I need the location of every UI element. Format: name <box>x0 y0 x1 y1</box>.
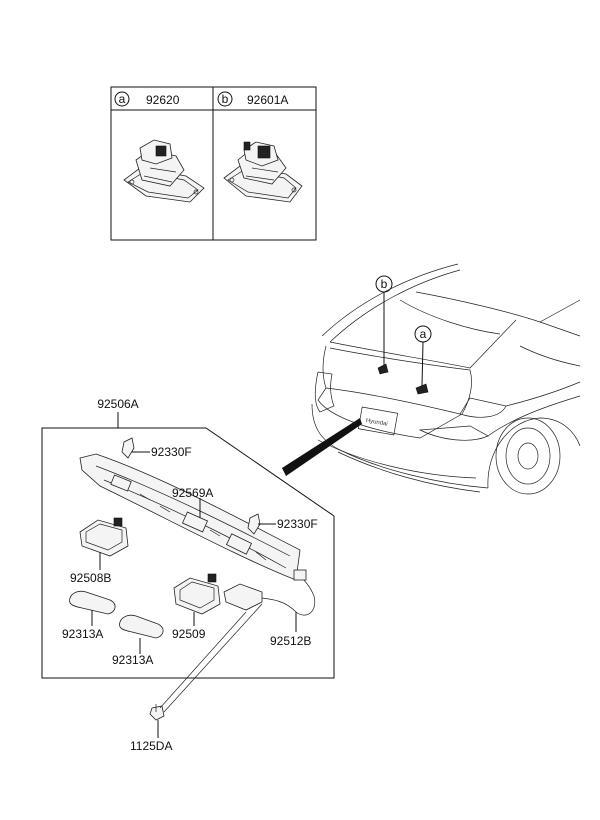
garnish-bar-drawing <box>79 453 301 581</box>
label-92512b: 92512B <box>270 634 311 648</box>
car-rear-view: Hyundai <box>311 263 581 495</box>
lamp-92508b-drawing <box>79 517 129 557</box>
label-92569a: 92569A <box>172 486 213 500</box>
label-1125da: 1125DA <box>130 739 172 753</box>
car-callout-b-letter: b <box>381 277 388 291</box>
assembly-label: 92506A <box>97 397 138 411</box>
clip-top-drawing <box>121 437 135 459</box>
legend-b-part-number: 92601A <box>247 93 288 107</box>
legend-a-part-number: 92620 <box>146 93 180 107</box>
clip-right-drawing <box>247 513 261 535</box>
lens-92313a-bottom-drawing <box>119 614 164 639</box>
legend-b-lamp-drawing <box>223 141 303 203</box>
label-92508b: 92508B <box>70 571 111 585</box>
label-92330f-top: 92330F <box>151 445 192 459</box>
svg-text:Hyundai: Hyundai <box>365 418 388 428</box>
leader-lines <box>91 451 297 738</box>
car-lamp-a-location <box>415 383 429 395</box>
car-callout-a-letter: a <box>420 327 427 341</box>
legend-table: a 92620 b 92601A <box>110 86 317 241</box>
legend-a-letter: a <box>119 92 126 106</box>
lens-92313a-left-drawing <box>69 590 116 615</box>
label-92313a-left: 92313A <box>62 627 103 641</box>
label-92330f-right: 92330F <box>277 517 318 531</box>
assembly-box: 92506A <box>41 397 335 679</box>
legend-a-circle <box>114 91 130 107</box>
legend-b-letter: b <box>222 92 229 106</box>
wiring-92512b-drawing <box>223 569 316 616</box>
label-92509: 92509 <box>172 627 206 641</box>
car-lamp-b-location <box>377 363 389 375</box>
pointer-wedge <box>282 418 362 476</box>
screw-1125da-drawing <box>149 603 263 721</box>
legend-a-lamp-drawing <box>123 139 205 203</box>
lamp-92509-drawing <box>173 573 221 615</box>
legend-b-circle <box>217 91 233 107</box>
label-92313a-bottom: 92313A <box>112 653 153 667</box>
